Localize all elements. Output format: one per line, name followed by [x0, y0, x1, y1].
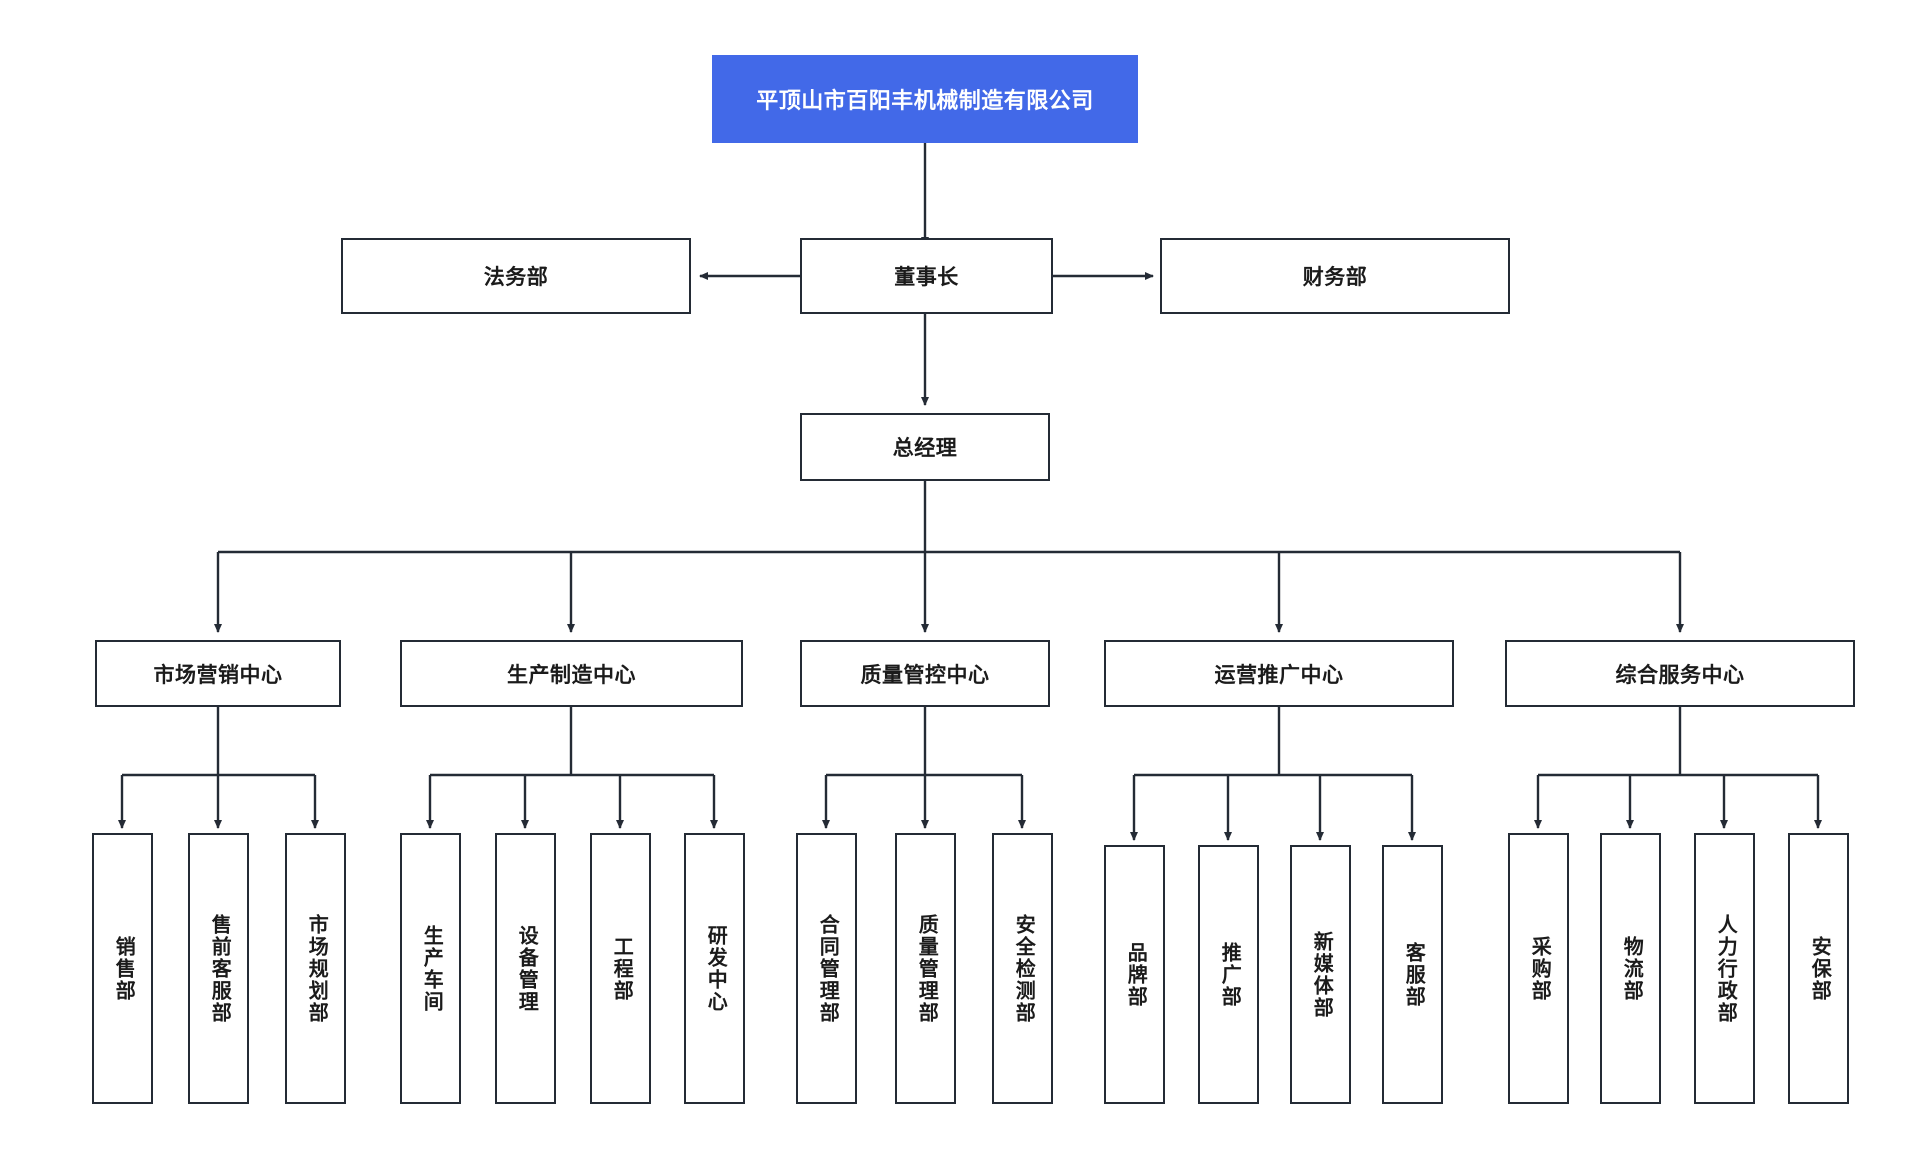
node-dept-sales[interactable]: 销售部 — [92, 833, 153, 1104]
node-label: 法务部 — [483, 266, 549, 289]
node-center-operations[interactable]: 运营推广中心 — [1104, 640, 1454, 707]
node-dept-production-workshop[interactable]: 生产车间 — [400, 833, 461, 1104]
node-label: 新媒体部 — [1310, 930, 1333, 1019]
node-label: 安全检测部 — [1012, 913, 1035, 1024]
node-dept-presale-service[interactable]: 售前客服部 — [188, 833, 249, 1104]
node-dept-customer-service[interactable]: 客服部 — [1382, 845, 1443, 1104]
node-label: 总经理 — [892, 437, 958, 460]
node-dept-engineering[interactable]: 工程部 — [590, 833, 651, 1104]
node-label: 研发中心 — [704, 924, 727, 1013]
node-chairman[interactable]: 董事长 — [800, 238, 1053, 314]
node-dept-safety-inspection[interactable]: 安全检测部 — [992, 833, 1053, 1104]
node-dept-brand[interactable]: 品牌部 — [1104, 845, 1165, 1104]
node-label: 运营推广中心 — [1214, 663, 1344, 687]
node-label: 财务部 — [1302, 266, 1368, 289]
node-dept-logistics[interactable]: 物流部 — [1600, 833, 1661, 1104]
node-label: 生产车间 — [420, 924, 443, 1013]
node-label: 客服部 — [1402, 941, 1425, 1008]
node-dept-security[interactable]: 安保部 — [1788, 833, 1849, 1104]
node-general-manager[interactable]: 总经理 — [800, 413, 1050, 481]
node-label: 推广部 — [1218, 941, 1241, 1008]
node-center-quality[interactable]: 质量管控中心 — [800, 640, 1050, 707]
node-finance-department[interactable]: 财务部 — [1160, 238, 1510, 314]
node-label: 品牌部 — [1124, 941, 1147, 1008]
node-label: 物流部 — [1620, 935, 1643, 1002]
node-dept-quality-management[interactable]: 质量管理部 — [895, 833, 956, 1104]
node-dept-new-media[interactable]: 新媒体部 — [1290, 845, 1351, 1104]
node-center-marketing[interactable]: 市场营销中心 — [95, 640, 341, 707]
node-label: 质量管理部 — [915, 913, 938, 1024]
node-dept-equipment-management[interactable]: 设备管理 — [495, 833, 556, 1104]
node-label: 售前客服部 — [208, 913, 231, 1024]
node-label: 人力行政部 — [1714, 913, 1737, 1024]
node-label: 综合服务中心 — [1615, 663, 1745, 687]
node-label: 平顶山市百阳丰机械制造有限公司 — [756, 88, 1094, 113]
node-dept-promotion[interactable]: 推广部 — [1198, 845, 1259, 1104]
node-label: 董事长 — [894, 266, 959, 289]
node-label: 销售部 — [112, 935, 135, 1002]
node-label: 安保部 — [1808, 935, 1831, 1002]
node-dept-procurement[interactable]: 采购部 — [1508, 833, 1569, 1104]
node-dept-rnd-center[interactable]: 研发中心 — [684, 833, 745, 1104]
node-label: 市场营销中心 — [153, 663, 283, 687]
node-label: 生产制造中心 — [507, 663, 636, 687]
node-center-production[interactable]: 生产制造中心 — [400, 640, 743, 707]
node-dept-hr-admin[interactable]: 人力行政部 — [1694, 833, 1755, 1104]
node-label: 质量管控中心 — [860, 663, 990, 687]
node-company-root[interactable]: 平顶山市百阳丰机械制造有限公司 — [712, 55, 1138, 143]
node-label: 合同管理部 — [816, 913, 839, 1024]
node-label: 工程部 — [610, 935, 633, 1002]
node-legal-department[interactable]: 法务部 — [341, 238, 691, 314]
node-label: 设备管理 — [515, 924, 538, 1013]
node-label: 市场规划部 — [305, 913, 328, 1024]
node-dept-market-planning[interactable]: 市场规划部 — [285, 833, 346, 1104]
node-center-services[interactable]: 综合服务中心 — [1505, 640, 1855, 707]
node-label: 采购部 — [1528, 935, 1551, 1002]
node-dept-contract-management[interactable]: 合同管理部 — [796, 833, 857, 1104]
